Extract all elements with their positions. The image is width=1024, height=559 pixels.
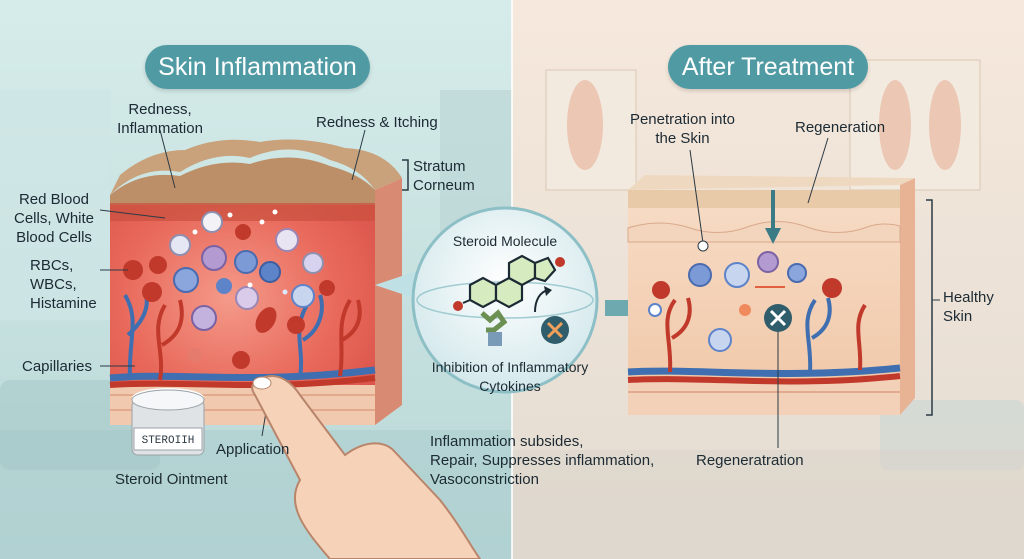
left-title: Skin Inflammation bbox=[145, 45, 370, 89]
label-histamine: RBCs, WBCs, Histamine bbox=[30, 257, 97, 312]
label-application: Application bbox=[216, 441, 290, 458]
label-regeneration: Regeneration bbox=[795, 119, 886, 136]
label-stratum-corneum: Stratum Corneum bbox=[413, 158, 475, 194]
right-title: After Treatment bbox=[668, 45, 868, 89]
label-healthy-skin: Healthy Skin bbox=[943, 289, 994, 325]
label-redness-inflammation: Redness, Inflammation bbox=[117, 101, 203, 137]
label-effects: Inflammation subsides, Repair, Suppresse… bbox=[430, 433, 655, 488]
label-inhibition: Inhibition of Inflammatory Cytokines bbox=[431, 359, 589, 394]
label-capillaries: Capillaries bbox=[22, 358, 93, 375]
label-regeneratration: Regeneratration bbox=[696, 452, 804, 469]
label-blood-cells: Red Blood Cells, White Blood Cells bbox=[13, 191, 95, 246]
label-steroid-ointment: Steroid Ointment bbox=[115, 471, 228, 488]
label-redness-itching: Redness & Itching bbox=[316, 114, 438, 131]
label-penetration: Penetration into the Skin bbox=[629, 111, 736, 147]
label-steroid-molecule: Steroid Molecule bbox=[452, 233, 558, 249]
jar-label: STEROIΙН bbox=[141, 435, 195, 447]
